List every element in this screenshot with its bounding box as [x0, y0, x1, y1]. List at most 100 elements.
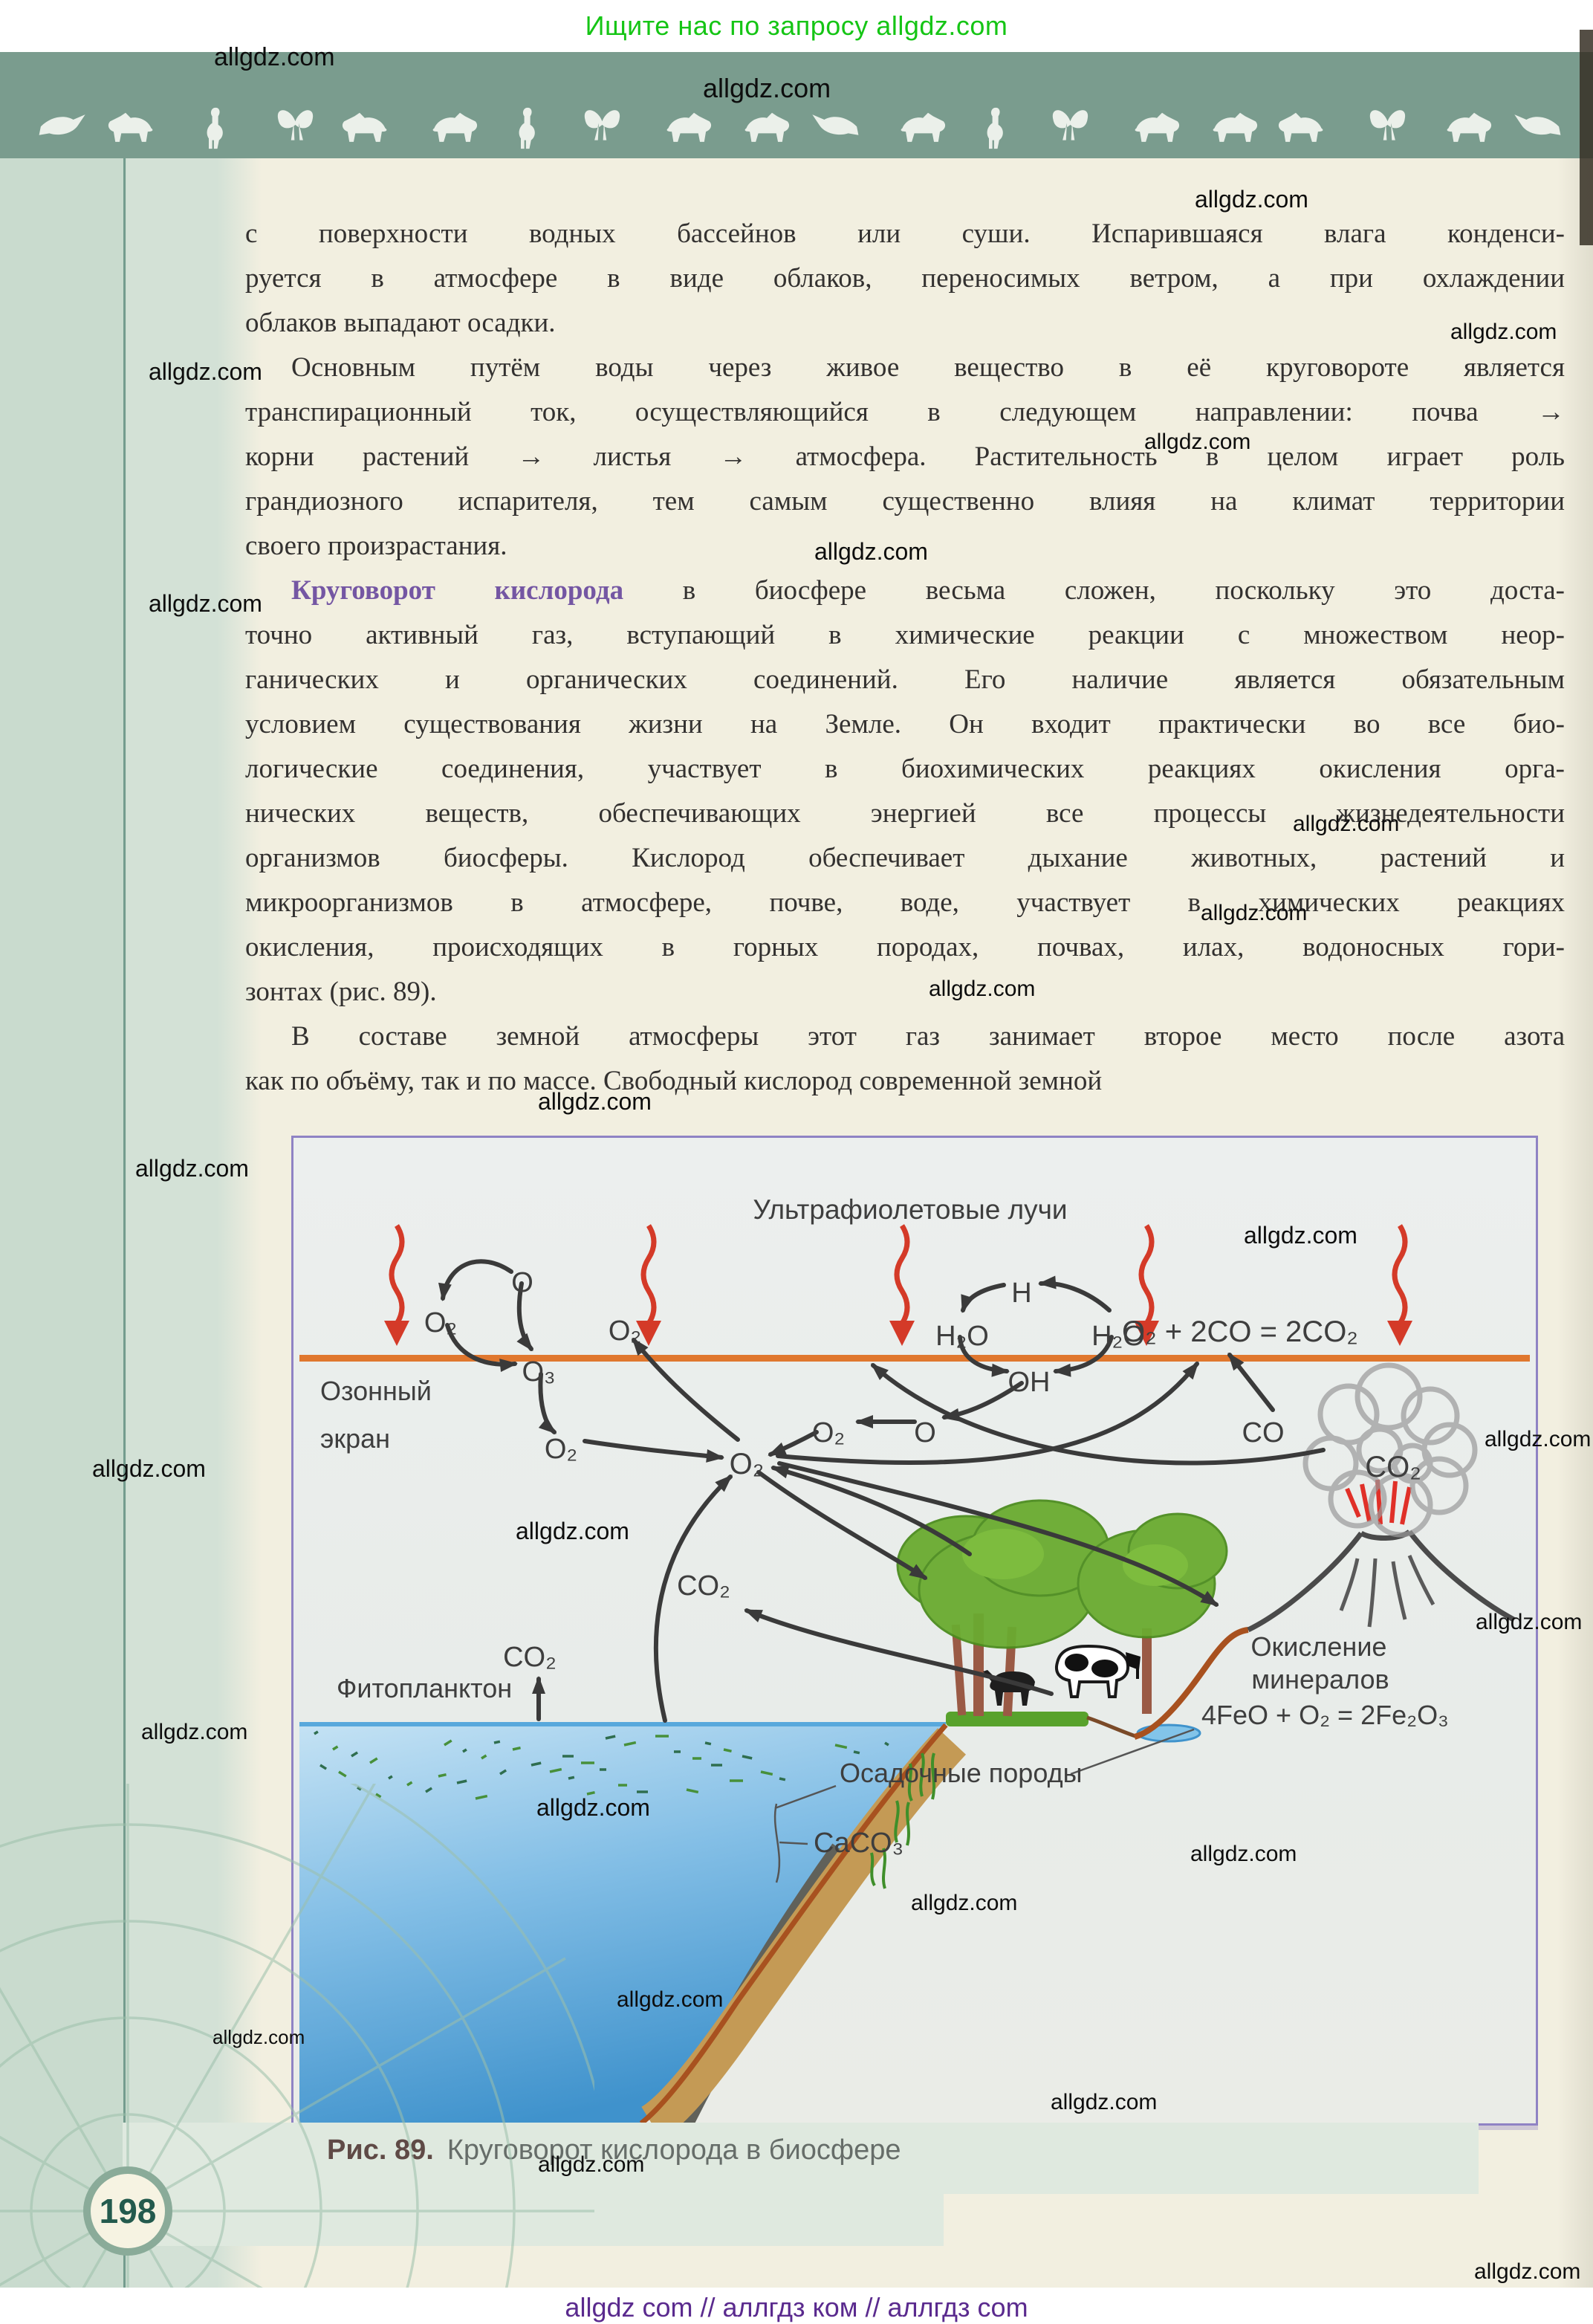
label-co2-water: CO₂ [503, 1642, 557, 1673]
animal-silhouette [1213, 112, 1258, 142]
animal-silhouette [108, 112, 153, 142]
text-line: точно активный газ, вступающий в химичес… [245, 620, 1565, 650]
watermark: allgdz.com [135, 1155, 249, 1182]
watermark: allgdz.com [1201, 901, 1308, 925]
promo-header-text: Ищите нас по запросу allgdz.com [585, 10, 1008, 41]
animal-silhouette [1278, 112, 1323, 142]
sand-sediment-band [640, 1728, 966, 2123]
animal-silhouette [342, 112, 387, 142]
text-line: как по объёму, так и по массе. Свободный… [245, 1066, 1103, 1096]
label-formula-top: O₂ + 2CO = 2CO₂ [1122, 1315, 1358, 1348]
text-line: условием существования жизни на Земле. О… [245, 709, 1565, 739]
watermark: allgdz.com [929, 977, 1036, 1001]
caption-band-lower [123, 2194, 944, 2246]
watermark: allgdz.com [92, 1455, 206, 1482]
text-line: микроорганизмов в атмосфере, почве, воде… [245, 887, 1565, 918]
label-co: CO [1242, 1417, 1285, 1449]
animal-silhouette [1369, 110, 1406, 140]
animal-silhouettes [39, 107, 1561, 149]
ozone-layer-line [299, 1355, 1530, 1362]
text-line: руется в атмосфере в виде облаков, перен… [245, 263, 1565, 294]
page-number: 198 [99, 2192, 157, 2230]
watermark: allgdz.com [516, 1518, 629, 1544]
animal-silhouette [1447, 112, 1492, 142]
label-ozone-screen-1: Озонный [320, 1376, 432, 1406]
diagram-artwork [299, 1224, 1530, 2123]
watermark: allgdz.com [214, 43, 335, 71]
watermark: allgdz.com [1476, 1610, 1583, 1634]
label-co2-trees: CO₂ [677, 1570, 730, 1602]
watermark: allgdz.com [212, 2026, 305, 2048]
leader-lines [773, 1728, 1195, 1883]
watermark: allgdz.com [1485, 1427, 1592, 1451]
text-line: окисления, происходящих в горных породах… [245, 932, 1565, 962]
footer-strip [0, 2288, 1593, 2324]
grass-ledge [946, 1712, 1089, 1726]
watermark: allgdz.com [1190, 1842, 1297, 1866]
text-line: организмов биосферы. Кислород обеспечива… [245, 843, 1565, 873]
text-line: Основным путём воды через живое вещество… [291, 352, 1565, 383]
label-h-atom: H [1011, 1278, 1032, 1309]
watermark: allgdz.com [1051, 2090, 1158, 2114]
label-formula-right: 4FeO + O₂ = 2Fe₂O₃ [1201, 1700, 1449, 1730]
animal-silhouette [1514, 114, 1561, 135]
animal-silhouette [744, 112, 790, 142]
text-line: своего произрастания. [245, 531, 507, 561]
label-oh: OH [1008, 1367, 1051, 1398]
animal-silhouette [277, 110, 314, 140]
watermark: allgdz.com [911, 1891, 1018, 1915]
slope-soil-line [639, 1723, 948, 2123]
label-o-pair: O [914, 1417, 936, 1449]
text-line: зонтах (рис. 89). [245, 977, 437, 1007]
label-sedimentary: Осадочные породы [840, 1758, 1083, 1788]
text-line: В составе земной атмосферы этот газ зани… [291, 1021, 1565, 1052]
animal-band [0, 52, 1593, 158]
footer-watermark-text: allgdz com // аллгдз ком // аллгдз com [565, 2292, 1028, 2323]
cow [1055, 1644, 1141, 1698]
margin-divider-line [123, 158, 126, 2289]
watermark: allgdz.com [538, 2152, 645, 2177]
animal-silhouette [1135, 112, 1180, 142]
volcano [1247, 1530, 1515, 1633]
animal-silhouette [901, 112, 946, 142]
figure-caption: Рис. 89.Круговорот кислорода в биосфере [327, 2134, 901, 2166]
watermark: allgdz.com [149, 358, 262, 385]
text-line: нических веществ, обеспечивающих энергие… [245, 798, 1565, 829]
label-o2-pair: O₂ [811, 1417, 846, 1449]
page-left-margin-inner [126, 158, 217, 2288]
text-line: ганических и органических соединений. Ег… [245, 664, 1565, 695]
animal-silhouette [519, 107, 535, 149]
label-o2-left: O₂ [424, 1307, 458, 1339]
label-h2o-left: H₂O [935, 1321, 989, 1352]
hill-soil-line [1133, 1627, 1249, 1740]
text-line: логические соединения, участвует в биохи… [245, 754, 1565, 784]
label-caco3: CaCO₃ [814, 1828, 904, 1859]
label-phytoplankton: Фитопланктон [337, 1673, 513, 1703]
animal-silhouette [39, 114, 85, 135]
smoke-cloud [1302, 1362, 1478, 1538]
page-number-badge: 198 [83, 2166, 172, 2256]
watermark: allgdz.com [1450, 320, 1557, 344]
label-o2-mid: O₂ [608, 1315, 642, 1347]
label-ozone-screen-2: экран [320, 1423, 391, 1454]
watermark: allgdz.com [141, 1720, 248, 1744]
watermark: allgdz.com [1195, 186, 1308, 213]
label-o2-low: O₂ [544, 1434, 578, 1465]
animal-silhouette [584, 110, 620, 140]
label-h2o-right: H₂O [1091, 1321, 1145, 1352]
label-oxidation-2: минералов [1251, 1664, 1389, 1695]
text-line: грандиозного испарителя, тем самым сущес… [245, 486, 1565, 517]
phytoplankton-dashes [314, 1730, 889, 1800]
margin-fade [217, 158, 262, 2288]
label-co2-volcano: CO₂ [1365, 1451, 1421, 1483]
article-text: с поверхности водных бассейнов или суши.… [245, 212, 1565, 1104]
uv-ray-arrows [384, 1224, 1412, 1346]
animal-silhouette [812, 114, 859, 135]
animal-silhouette [432, 112, 478, 142]
text-line: Круговорот кислорода в биосфере весьма с… [291, 575, 1565, 606]
watermark: allgdz.com [1244, 1222, 1357, 1249]
animal-silhouette [987, 107, 1003, 149]
watermark: allgdz.com [538, 1088, 652, 1115]
text-line: с поверхности водных бассейнов или суши.… [245, 219, 1565, 249]
